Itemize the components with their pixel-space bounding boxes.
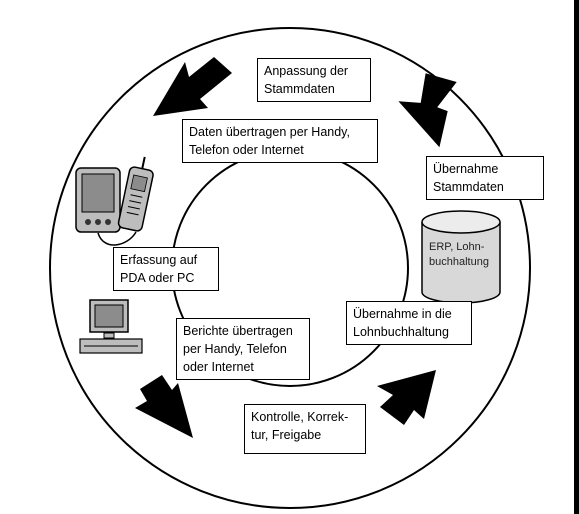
arrow-icon [153, 57, 232, 116]
desktop-computer-icon [79, 299, 143, 354]
window-edge [574, 0, 579, 514]
arrow-icon [377, 370, 436, 425]
mobile-phone-icon [117, 156, 154, 232]
outer-ring [49, 27, 531, 509]
box-uebernahme-lohnbuchhaltung: Übernahme in die Lohnbuchhaltung [346, 301, 472, 345]
box-erfassung: Erfassung auf PDA oder PC [113, 247, 219, 291]
box-uebernahme-stammdaten: Übernahme Stammdaten [426, 156, 544, 200]
pda-icon [75, 167, 121, 233]
database-label: ERP, Lohn- buchhaltung [429, 241, 489, 268]
box-berichte-uebertragen: Berichte übertragen per Handy, Telefon o… [176, 318, 310, 380]
box-daten-uebertragen: Daten übertragen per Handy, Telefon oder… [182, 119, 378, 163]
database-cylinder-icon [421, 210, 501, 304]
arrow-icon [135, 375, 193, 438]
cable-line [97, 231, 137, 246]
arrow-icon [398, 73, 457, 148]
box-anpassung-stammdaten: Anpassung der Stammdaten [257, 58, 371, 102]
box-kontrolle-freigabe: Kontrolle, Korrek- tur, Freigabe [244, 404, 366, 454]
